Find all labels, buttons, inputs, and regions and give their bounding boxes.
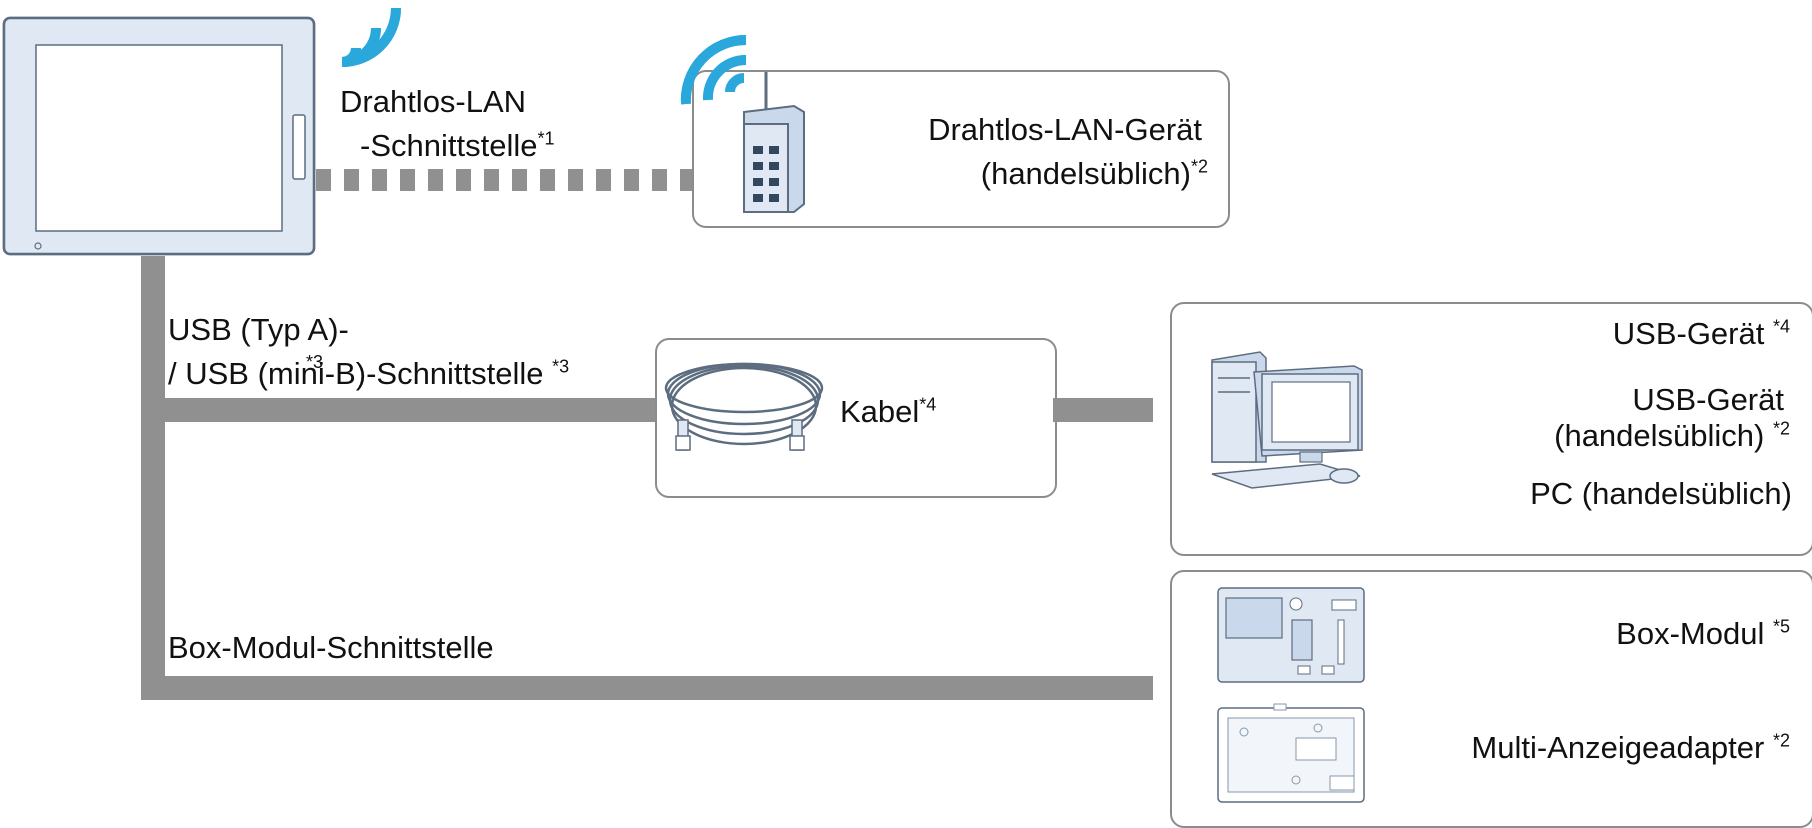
usb-overlap-note-text: *3 [306, 352, 324, 372]
box-module-text: Box-Modul [1616, 616, 1765, 651]
wireless-device-label: Drahtlos-LAN-Gerät [820, 112, 1202, 148]
wireless-interface-line2: -Schnittstelle [360, 128, 538, 163]
cable-note: *4 [919, 394, 937, 415]
box-module-label: Box-Modul *5 [1400, 616, 1790, 652]
multi-display-adapter-label: Multi-Anzeigeadapter *2 [1400, 730, 1790, 766]
cable-box [655, 338, 1057, 498]
usb-device-1-label: USB-Gerät [1632, 382, 1784, 417]
wireless-device-note: *2 [1190, 156, 1208, 177]
wireless-device-line2: (handelsüblich) [980, 156, 1191, 191]
wireless-device-label-2: (handelsüblich)*2 [820, 156, 1208, 192]
box-module-note: *5 [1772, 616, 1790, 637]
usb-interface-label: USB (Typ A)- [168, 312, 349, 348]
cable-label-text: Kabel [840, 394, 920, 429]
usb-device-2-note: *2 [1772, 418, 1790, 439]
usb-device-0-note: *4 [1772, 316, 1790, 337]
usb-device-3-label: PC (handelsüblich) [1530, 476, 1792, 511]
usb-interface-line1: USB (Typ A)- [168, 312, 349, 347]
usb-interface-label-2: / USB (mini-B)-Schnittstelle *3 [168, 356, 569, 392]
box-module-interface-label: Box-Modul-Schnittstelle [168, 630, 494, 666]
wireless-interface-label: Drahtlos-LAN [340, 84, 526, 120]
wireless-device-line1: Drahtlos-LAN-Gerät [928, 112, 1202, 147]
wireless-interface-label-2: -Schnittstelle*1 [360, 128, 554, 164]
wireless-interface-line1: Drahtlos-LAN [340, 84, 527, 119]
usb-device-commercial-label: USB-Gerät [1400, 382, 1784, 418]
usb-overlap-note: *3 [306, 352, 323, 372]
usb-interface-note: *3 [552, 356, 570, 377]
wireless-interface-note: *1 [537, 128, 555, 149]
usb-device-0-label: USB-Gerät [1612, 316, 1765, 351]
multi-display-adapter-note: *2 [1772, 730, 1790, 751]
usb-device-commercial-label-2: (handelsüblich) *2 [1400, 418, 1790, 454]
multi-display-adapter-text: Multi-Anzeigeadapter [1471, 730, 1765, 765]
usb-interface-line2: / USB (mini-B)-Schnittstelle [168, 356, 544, 391]
cable-label: Kabel*4 [840, 394, 936, 430]
box-module-interface-text: Box-Modul-Schnittstelle [168, 630, 494, 665]
usb-device-2-label: (handelsüblich) [1554, 418, 1765, 453]
usb-device-label: USB-Gerät *4 [1400, 316, 1790, 352]
pc-label: PC (handelsüblich) [1400, 476, 1792, 512]
